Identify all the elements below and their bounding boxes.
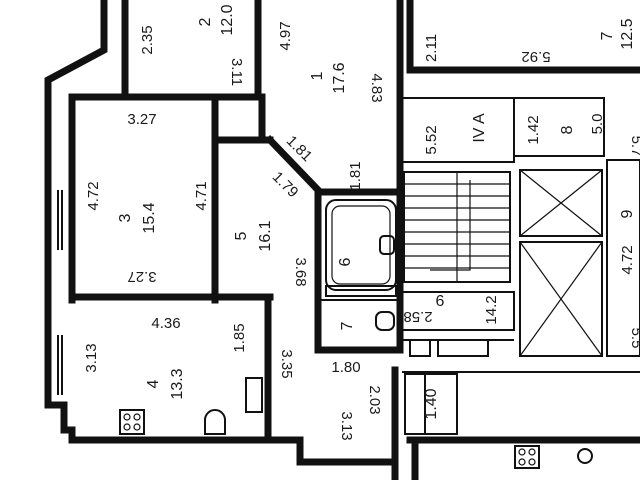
room-7b-number: 7 (599, 31, 616, 40)
room-3-area: 15.4 (141, 202, 158, 233)
corridor-dim-b: 1.40 (423, 388, 440, 419)
radiator-icon (325, 285, 397, 297)
sink-icon (204, 409, 226, 435)
room-4-right: 1.85 (231, 323, 248, 352)
room-5-bottom: 3.13 (338, 411, 355, 440)
room-2-area: 12.0 (219, 4, 236, 35)
room-8-dim-b: 5.0 (589, 114, 606, 135)
room-3-left: 4.72 (85, 181, 102, 210)
room-9-number: 9 (619, 209, 636, 218)
room-3-bottom: 3.27 (127, 268, 156, 285)
room-4-left: 3.13 (83, 343, 100, 372)
room-2-number: 2 (197, 17, 214, 26)
room-6b-dim-b: 14.2 (483, 295, 500, 324)
sink-icon (375, 311, 395, 331)
room-1-number: 1 (309, 71, 326, 80)
room-2-height: 3.11 (228, 58, 245, 86)
room-3-number: 3 (117, 213, 134, 222)
room-7b-height: 2.11 (423, 34, 440, 62)
room-7b-width: 5.92 (521, 48, 550, 65)
staircase (403, 171, 511, 283)
room-labels: 2.35 2 12.0 3.11 4.97 1 17.6 4.83 1.81 1… (83, 4, 640, 440)
room-4-top: 4.36 (151, 315, 180, 332)
fixtures (119, 199, 593, 469)
stair-label: IV A (471, 113, 488, 143)
radiator-icon (245, 377, 263, 413)
room-8-number: 8 (559, 125, 576, 134)
room-1-dim-b: 1.81 (347, 161, 364, 190)
room-5-height: 3.68 (292, 257, 309, 286)
room-7b-area: 12.5 (619, 18, 636, 49)
room-6b-dim-a: 2.58 (403, 308, 432, 325)
room-1-dim-c: 1.79 (269, 168, 302, 201)
sink-icon (577, 448, 593, 464)
stove-icon (119, 409, 145, 435)
room-3-right: 4.71 (193, 181, 210, 210)
room-4-number: 4 (145, 379, 162, 388)
room-5-area: 16.1 (257, 220, 274, 251)
room-5-number: 5 (233, 231, 250, 240)
bathtub-icon (325, 199, 397, 291)
room-7-number: 7 (339, 321, 356, 330)
room-1-width: 4.97 (277, 21, 294, 50)
room-2-width: 2.35 (139, 25, 156, 54)
room-4-height: 3.35 (278, 349, 295, 378)
room-9-height: 4.72 (619, 245, 636, 274)
room-7-width: 1.80 (331, 359, 360, 376)
partitions (57, 97, 640, 435)
edge-dim-b: 5.5 (628, 328, 640, 349)
toilet-icon (379, 235, 395, 255)
room-1-height: 4.83 (368, 73, 385, 102)
room-3-top: 3.27 (127, 111, 156, 128)
walls (44, 0, 640, 480)
corridor-dim-a: 2.03 (366, 385, 383, 414)
stove-icon (514, 445, 540, 469)
room-4-area: 13.3 (169, 368, 186, 399)
room-6-number: 6 (337, 257, 354, 266)
stair-length: 5.52 (423, 125, 440, 154)
room-6b-number: 6 (436, 293, 445, 310)
room-8-dim-a: 1.42 (525, 115, 542, 144)
edge-dim-a: 5.7 (628, 136, 640, 157)
room-1-area: 17.6 (331, 62, 348, 93)
